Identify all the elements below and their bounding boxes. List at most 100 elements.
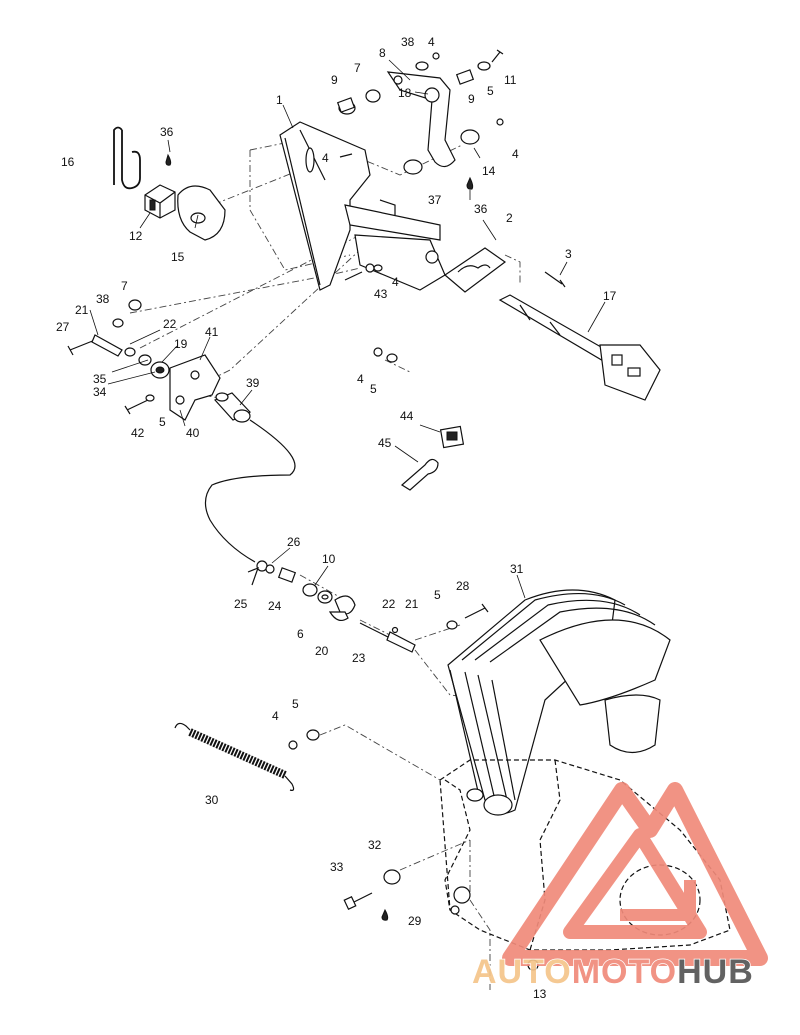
label-21a: 21 xyxy=(75,303,89,317)
label-38a: 38 xyxy=(401,35,415,49)
part-1-bracket-plate xyxy=(279,121,446,291)
part-2-pedal-pad xyxy=(444,247,507,293)
label-27: 27 xyxy=(56,320,70,334)
part-5a-washer xyxy=(477,61,491,71)
label-3: 3 xyxy=(565,247,572,261)
watermark-auto: AUTO xyxy=(472,953,572,991)
label-29: 29 xyxy=(408,914,422,928)
leader-lines xyxy=(89,59,606,599)
label-10: 10 xyxy=(322,552,336,566)
label-32: 32 xyxy=(368,838,382,852)
label-9a: 9 xyxy=(331,73,338,87)
part-19-bushing xyxy=(150,361,170,379)
label-24: 24 xyxy=(268,599,282,613)
label-41: 41 xyxy=(205,325,219,339)
label-13: 13 xyxy=(533,987,547,1001)
label-4c: 4 xyxy=(512,147,519,161)
label-44: 44 xyxy=(400,409,414,423)
part-45-cable-tie xyxy=(400,458,439,491)
part-10-washer xyxy=(302,583,318,597)
part-4d-nut xyxy=(373,347,383,357)
label-5b: 5 xyxy=(370,382,377,396)
label-39: 39 xyxy=(246,376,260,390)
part-5c-washer xyxy=(145,394,155,402)
label-26: 26 xyxy=(287,535,301,549)
part-5d-washer xyxy=(446,620,458,630)
part-16-hook xyxy=(113,126,141,190)
part-31-bellows-boot xyxy=(447,589,671,816)
part-41-cable-bracket xyxy=(169,354,221,421)
part-38a-washer xyxy=(415,61,429,71)
part-24-ferrule xyxy=(277,567,297,583)
part-28-bolt xyxy=(464,603,489,619)
label-4a: 4 xyxy=(428,35,435,49)
part-38b-washer xyxy=(112,318,124,328)
part-4a-nut xyxy=(432,52,440,60)
part-27-bolt xyxy=(67,339,96,356)
label-45: 45 xyxy=(378,436,392,450)
part-32-washer xyxy=(383,869,401,885)
part-5b-washer xyxy=(386,353,398,363)
label-36b: 36 xyxy=(474,202,488,216)
label-31: 31 xyxy=(510,562,524,576)
part-33-bolt xyxy=(343,892,373,911)
label-21b: 21 xyxy=(405,597,419,611)
label-2: 2 xyxy=(506,211,513,225)
label-14: 14 xyxy=(482,164,496,178)
label-22a: 22 xyxy=(163,317,177,331)
label-22b: 22 xyxy=(382,597,396,611)
part-8-lever xyxy=(386,71,456,168)
label-7b: 7 xyxy=(121,279,128,293)
part-3-bolt xyxy=(544,271,566,288)
label-4f: 4 xyxy=(272,709,279,723)
label-4b: 4 xyxy=(322,151,329,165)
label-5c: 5 xyxy=(159,415,166,429)
part-17-pedal xyxy=(498,294,661,401)
part-9b-spacer xyxy=(455,69,475,85)
part-42-bolt xyxy=(124,399,149,415)
label-37: 37 xyxy=(428,193,442,207)
watermark-hub: HUB xyxy=(677,953,754,991)
label-16: 16 xyxy=(61,155,75,169)
label-34: 34 xyxy=(93,385,107,399)
label-8: 8 xyxy=(379,46,386,60)
watermark-moto: MOTO xyxy=(572,953,677,991)
label-11: 11 xyxy=(504,73,517,87)
part-4e-nut xyxy=(288,740,298,750)
part-20-clip xyxy=(328,595,356,622)
part-21b-clevis xyxy=(386,631,416,653)
label-5a: 5 xyxy=(487,84,494,98)
part-39-cable-end xyxy=(213,392,252,423)
label-4e: 4 xyxy=(357,372,364,386)
part-36a-grease xyxy=(165,153,172,166)
label-30: 30 xyxy=(205,793,219,807)
label-20: 20 xyxy=(315,644,329,658)
part-43-link xyxy=(344,271,363,281)
part-36c-grease xyxy=(381,908,389,921)
label-40: 40 xyxy=(186,426,200,440)
label-5e: 5 xyxy=(292,697,299,711)
part-43-washer xyxy=(365,263,375,273)
part-4c-bolt xyxy=(339,153,353,158)
label-43: 43 xyxy=(374,287,388,301)
part-14-washer xyxy=(460,129,480,145)
label-38b: 38 xyxy=(96,292,110,306)
label-9b: 9 xyxy=(468,92,475,106)
watermark-triangle-mark xyxy=(502,782,768,966)
label-19: 19 xyxy=(174,337,188,351)
cable xyxy=(204,419,296,563)
part-12-rubber-block xyxy=(144,184,176,219)
label-36a: 36 xyxy=(160,125,174,139)
part-44-clip xyxy=(439,425,465,449)
part-30-spring xyxy=(174,722,295,791)
part-7b-washer xyxy=(128,299,142,311)
part-6-washer xyxy=(317,590,333,604)
part-21a-linkage xyxy=(91,334,123,357)
part-11-bolt xyxy=(491,49,504,63)
part-36b-grease xyxy=(466,176,474,190)
part-23-rod xyxy=(359,622,391,639)
label-17: 17 xyxy=(603,289,617,303)
label-28: 28 xyxy=(456,579,470,593)
label-15: 15 xyxy=(171,250,185,264)
